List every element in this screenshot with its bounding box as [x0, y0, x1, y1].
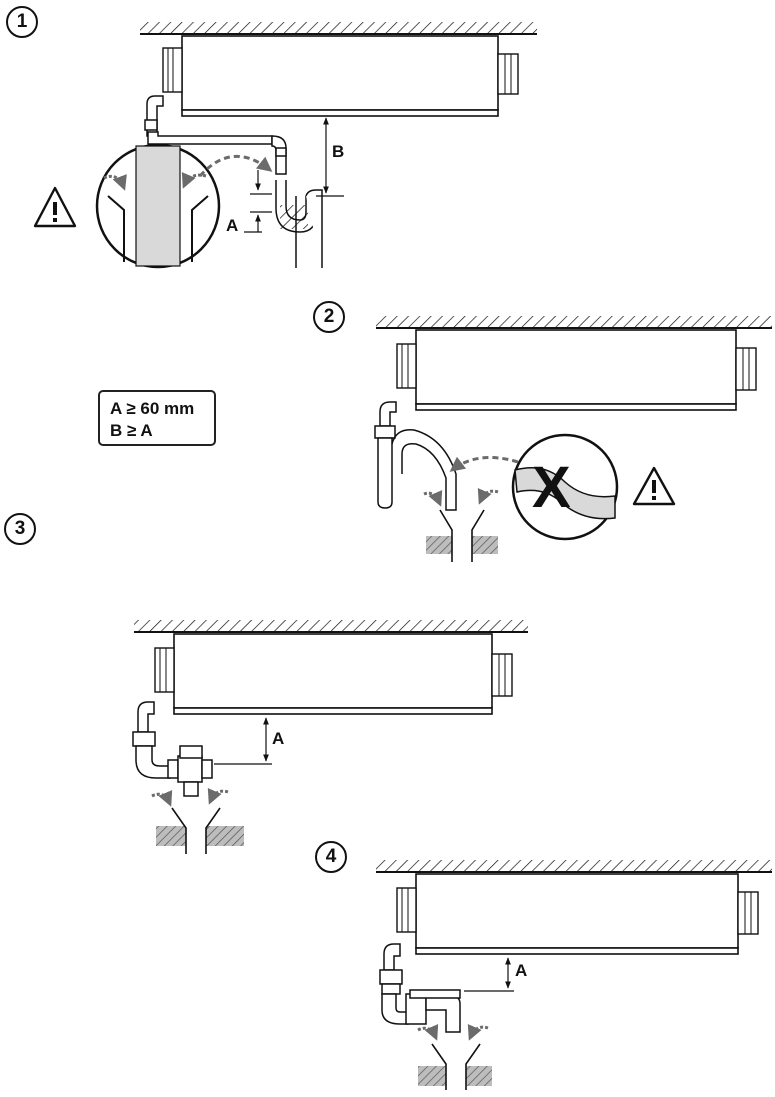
ceiling-hatch-4 — [376, 860, 772, 872]
indoor-unit-4 — [396, 873, 759, 955]
dimension-a-1 — [244, 170, 272, 233]
indoor-unit-2 — [396, 329, 757, 411]
magnified-view-1 — [95, 143, 221, 269]
step1-group — [33, 22, 537, 269]
dimension-label-a-4: A — [515, 961, 528, 980]
ceiling-hatch-3 — [134, 620, 528, 632]
dimension-label-b-1: B — [332, 142, 345, 161]
dimension-label-a-1: A — [226, 216, 239, 235]
spec-box: A ≥ 60 mm B ≥ A — [98, 390, 216, 446]
drain-pipe-4 — [379, 943, 461, 1033]
dimension-label-a-3: A — [272, 729, 285, 748]
callout-arrow-2 — [449, 456, 519, 472]
spec-line-a: A ≥ 60 mm — [110, 399, 195, 418]
flow-arrow-icon — [103, 174, 127, 191]
flow-arrow-icon — [417, 1024, 439, 1041]
floor-drain-4 — [418, 1043, 492, 1092]
drain-pipe-1 — [144, 95, 287, 175]
drain-pipe-3 — [132, 701, 213, 797]
floor-drain-2 — [426, 509, 498, 562]
indoor-unit-1 — [162, 35, 519, 117]
flow-arrow-icon — [477, 488, 499, 505]
warning-triangle-icon — [33, 186, 77, 228]
indoor-unit-3 — [154, 633, 513, 715]
step2-group — [374, 316, 772, 562]
step-number-2: 2 — [313, 301, 345, 333]
spec-line-b: B ≥ A — [110, 421, 153, 440]
flow-arrow-icon — [207, 788, 229, 805]
siphon-trap-1 — [275, 180, 323, 268]
flow-arrow-icon — [181, 172, 207, 189]
prohibited-x-icon: X — [532, 455, 571, 520]
dimension-a-3 — [214, 717, 272, 765]
step-number-1: 1 — [6, 6, 38, 38]
step3-group — [132, 620, 528, 854]
step-number-4: 4 — [315, 841, 347, 873]
prohibited-view-2 — [511, 433, 619, 541]
flow-arrow-icon — [423, 490, 443, 507]
drain-pipe-2 — [374, 401, 457, 511]
step-number-3: 3 — [4, 513, 36, 545]
callout-arrow-1 — [198, 155, 273, 177]
dimension-b-1 — [316, 117, 344, 197]
flow-arrow-icon — [151, 790, 173, 807]
flow-arrow-icon — [467, 1024, 489, 1041]
dimension-a-4 — [464, 957, 514, 992]
warning-triangle-icon — [632, 466, 676, 506]
ceiling-hatch-1 — [140, 22, 537, 34]
ceiling-hatch-2 — [376, 316, 772, 328]
floor-drain-3 — [156, 807, 244, 854]
step4-group — [376, 860, 772, 1092]
